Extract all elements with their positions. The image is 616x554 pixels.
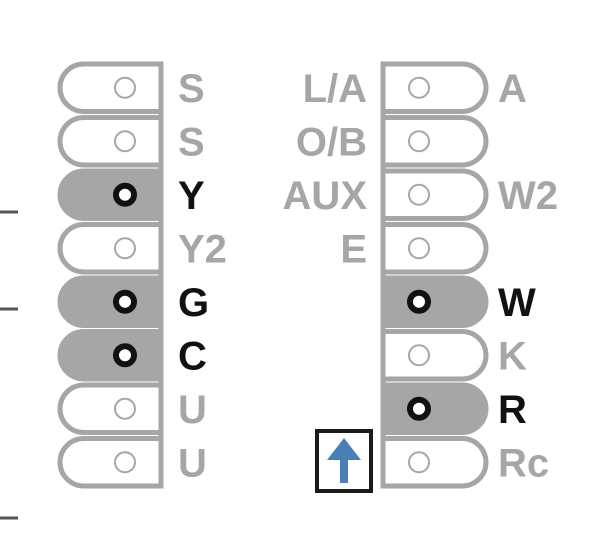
terminal-slot[interactable]: W <box>380 275 536 328</box>
terminal-label: S <box>178 67 205 111</box>
terminal-label: Y2 <box>178 227 227 271</box>
wire-stubs <box>0 210 18 520</box>
terminal-screw-dot <box>408 130 430 153</box>
terminal-slot[interactable]: U <box>57 436 207 489</box>
right-terminal-block: A L/A O/B W2 AUX E WKR Rc <box>283 61 558 489</box>
terminal-screw-dot <box>408 451 430 474</box>
terminal-slot[interactable]: A L/A <box>303 61 527 114</box>
terminal-label: C <box>178 334 207 378</box>
terminal-label: R <box>498 388 527 432</box>
terminal-slot-shape <box>57 275 164 328</box>
terminal-slot[interactable]: U <box>57 382 207 435</box>
terminal-label: Y <box>178 174 205 218</box>
terminal-slot[interactable]: S <box>57 61 205 114</box>
terminal-label: S <box>178 120 205 164</box>
terminal-slot[interactable]: Y2 <box>57 222 227 275</box>
terminal-slot-shape <box>380 382 489 435</box>
terminal-screw-dot <box>407 396 431 421</box>
terminal-inner-label: O/B <box>296 120 367 164</box>
arrow-up-icon <box>327 438 361 483</box>
terminal-inner-label: E <box>340 227 367 271</box>
terminal-slot-shape <box>57 61 164 114</box>
terminal-slot[interactable]: R <box>380 382 527 435</box>
terminal-slot[interactable]: Rc <box>380 436 549 489</box>
terminal-screw-dot <box>408 76 430 99</box>
release-button[interactable] <box>315 429 373 493</box>
terminal-label: K <box>498 334 527 378</box>
terminal-slot-shape <box>57 115 164 168</box>
terminal-slot-shape <box>380 168 489 221</box>
terminal-screw-dot <box>114 397 136 420</box>
terminal-inner-label: L/A <box>303 67 367 111</box>
terminal-slot-shape <box>57 168 164 221</box>
terminal-screw-dot <box>114 76 136 99</box>
terminal-screw-dot <box>407 289 431 314</box>
terminal-screw-dot <box>114 237 136 260</box>
terminal-slot[interactable]: O/B <box>296 115 489 168</box>
terminal-inner-label: AUX <box>283 174 368 218</box>
terminal-screw-dot <box>113 289 137 314</box>
terminal-slot-shape <box>380 436 489 489</box>
terminal-label: U <box>178 388 207 432</box>
terminal-slot[interactable]: K <box>380 329 527 382</box>
terminal-slot-shape <box>57 222 164 275</box>
terminal-slot-shape <box>380 115 489 168</box>
terminal-label: Rc <box>498 441 549 485</box>
terminal-screw-dot <box>114 451 136 474</box>
terminal-slot[interactable]: W2 AUX <box>283 168 558 221</box>
terminal-slot-shape <box>380 329 489 382</box>
terminal-label: A <box>498 67 527 111</box>
terminal-screw-dot <box>113 182 137 207</box>
terminal-label: W2 <box>498 174 558 218</box>
terminal-slot-shape <box>380 61 489 114</box>
terminal-slot-shape <box>380 222 489 275</box>
terminal-label: G <box>178 281 209 325</box>
terminal-label: W <box>498 281 536 325</box>
terminal-slot[interactable]: Y <box>57 168 205 221</box>
terminal-slot[interactable]: C <box>57 329 207 382</box>
terminal-slot-shape <box>380 275 489 328</box>
terminal-screw-dot <box>408 344 430 367</box>
terminal-slot-shape <box>57 382 164 435</box>
terminal-slot[interactable]: G <box>57 275 209 328</box>
terminal-label: U <box>178 441 207 485</box>
terminal-slot[interactable]: S <box>57 115 205 168</box>
terminal-screw-dot <box>114 130 136 153</box>
terminal-slot-shape <box>57 436 164 489</box>
terminal-screw-dot <box>408 237 430 260</box>
terminal-slot[interactable]: E <box>340 222 489 275</box>
terminal-slot-shape <box>57 329 164 382</box>
terminal-screw-dot <box>408 183 430 206</box>
terminal-screw-dot <box>113 343 137 368</box>
